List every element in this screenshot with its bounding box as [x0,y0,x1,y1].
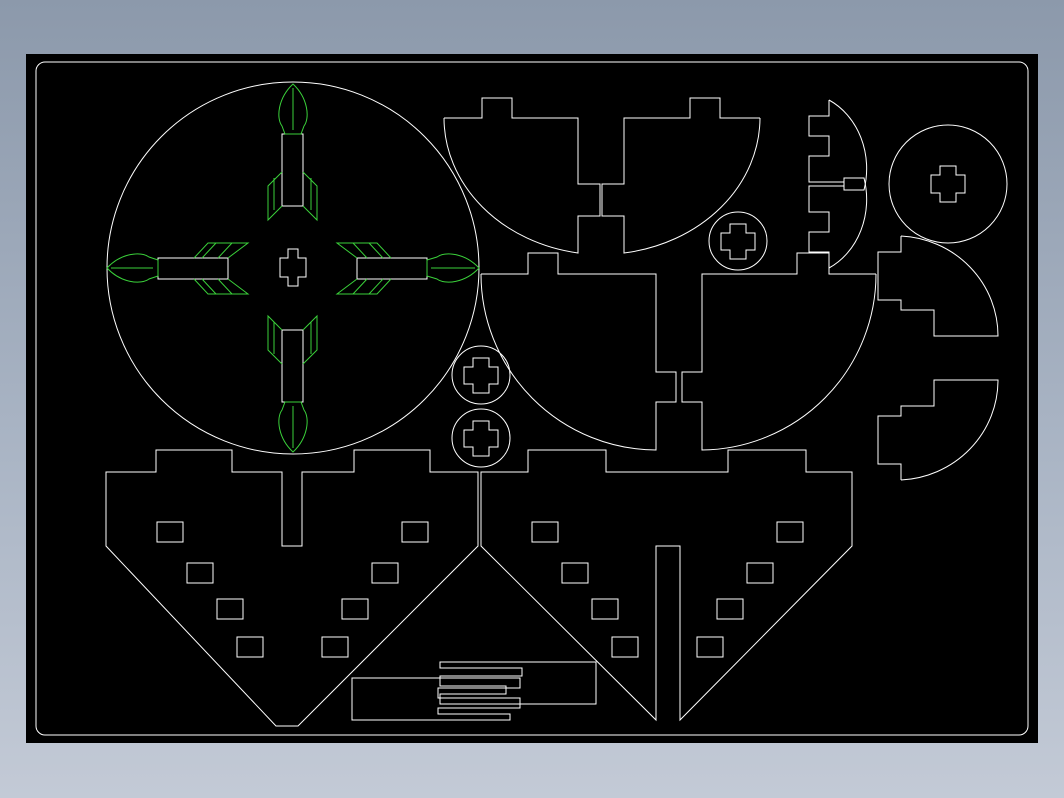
cad-viewport[interactable] [26,54,1038,743]
wing-plate-left [105,449,479,727]
sheet-border [35,61,1029,736]
half-disc-lower [480,252,877,451]
cross-key-washer [451,211,768,468]
quarter-disc-small-lower [877,235,999,481]
large-disc-with-arrows [106,81,480,455]
serpentine-spring-strip [351,661,597,721]
half-disc-upper [443,97,761,254]
quarter-disc-small-upper [808,99,868,269]
cad-drawing [35,61,1029,736]
round-hub [888,124,1008,244]
wing-plate-right [480,449,853,722]
